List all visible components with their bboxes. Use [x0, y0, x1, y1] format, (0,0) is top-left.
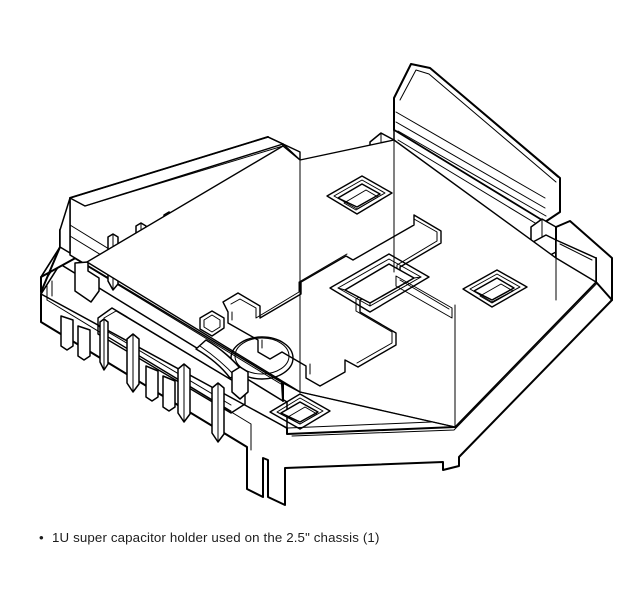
- front-inner-ridge-line: [103, 310, 244, 388]
- left-back-wall-inner-line: [84, 145, 284, 207]
- back-wall-rolled-top-edge: [393, 63, 559, 178]
- caption-text: 1U super capacitor holder used on the 2.…: [52, 530, 380, 545]
- back-wall-bead-line-3: [397, 130, 547, 217]
- back-wall-inner-fold: [397, 139, 541, 227]
- louvre-front-floor: [280, 401, 319, 423]
- louvre-top-rim: [326, 175, 393, 215]
- front-inner-ridge-group: [97, 307, 246, 414]
- center-recess-pocket-group: [329, 253, 430, 313]
- mount-tab-left-2: [77, 325, 91, 361]
- back-wall-bead-line-2: [395, 121, 546, 209]
- right-wall-inner-line: [559, 243, 593, 261]
- front-inner-ridge-line-3: [99, 331, 232, 412]
- louvre-right-rim: [462, 269, 528, 308]
- louvre-top-rim-inner: [333, 179, 386, 210]
- back-wall-bead-line: [395, 111, 546, 199]
- louvre-top-slot: [343, 189, 379, 211]
- mount-tab-mid: [145, 365, 159, 402]
- front-inner-ridge: [97, 307, 246, 414]
- tray-floor-front-edge: [299, 391, 456, 428]
- shell-outer-silhouette: [40, 257, 613, 506]
- front-ridge-fins-group: [99, 318, 225, 443]
- floor-return-flange: [395, 275, 453, 319]
- louvre-pocket-right-group: [462, 269, 528, 308]
- caption-block: • 1U super capacitor holder used on the …: [0, 528, 639, 547]
- louvre-right-slot: [479, 283, 514, 304]
- louvre-pocket-top-group: [326, 175, 393, 215]
- embossed-hook-rib: [199, 310, 225, 337]
- floor-embossed-ribs-group: [199, 214, 442, 387]
- louvre-front-slot: [287, 406, 318, 425]
- mount-tab-left: [60, 315, 74, 351]
- circular-boss-inner: [234, 337, 290, 375]
- louvre-front-rim: [269, 393, 331, 430]
- mount-tabs-group: [60, 315, 176, 412]
- left-wall-end-notch: [46, 280, 53, 301]
- left-wall-notch-pocket: [74, 261, 100, 303]
- capacitor-holder-isometric-drawing: [40, 63, 613, 506]
- louvre-pocket-front-group: [269, 393, 331, 430]
- louvre-right-rim-inner: [469, 273, 521, 303]
- front-inner-ridge-line-2: [97, 325, 232, 406]
- left-wall-end-cap: [40, 197, 71, 278]
- louvre-right-floor: [473, 277, 515, 301]
- curved-rib-tab: [231, 366, 249, 400]
- floor-return-flange-2: [399, 279, 450, 310]
- caption-list-item: • 1U super capacitor holder used on the …: [39, 528, 639, 547]
- front-right-band-line: [291, 274, 606, 437]
- center-recess-wall-line: [337, 276, 422, 307]
- holder-body: [40, 63, 613, 506]
- embossed-hook-rib-inner: [203, 314, 221, 333]
- bullet-point-icon: •: [39, 530, 44, 545]
- center-recess-rim: [329, 253, 430, 313]
- mount-tab-mid-2: [162, 375, 176, 412]
- figure-panel: [40, 63, 613, 506]
- embossed-rib-outer: [222, 214, 442, 387]
- caption-list: • 1U super capacitor holder used on the …: [0, 528, 639, 547]
- louvre-top-floor: [337, 183, 381, 208]
- embossed-rib-outer-inner-3: [231, 311, 346, 375]
- embossed-rib-outer-inner: [230, 253, 348, 319]
- back-wall-rolled-top-inner: [399, 69, 557, 183]
